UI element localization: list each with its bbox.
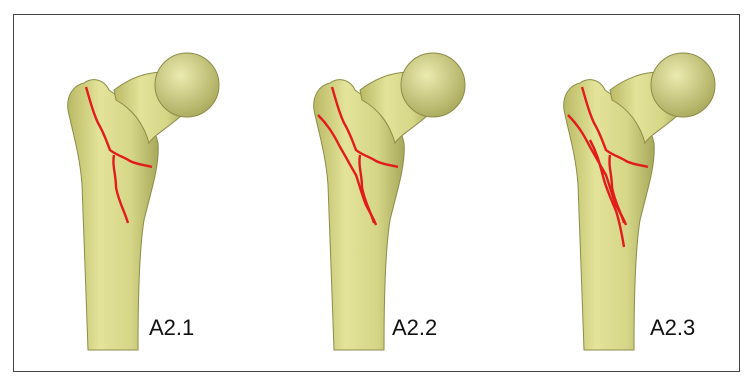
figure-frame: A2.1 A2.2 [13,14,740,372]
femoral-head [401,53,465,117]
panel-a2-2: A2.2 [300,15,520,367]
panel-a2-1: A2.1 [54,15,274,367]
panel-label-a2-1: A2.1 [149,315,194,341]
panel-label-a2-2: A2.2 [392,315,437,341]
femoral-head [651,53,715,117]
panel-label-a2-3: A2.3 [650,315,695,341]
panel-a2-3: A2.3 [550,15,756,367]
femoral-head [155,53,219,117]
